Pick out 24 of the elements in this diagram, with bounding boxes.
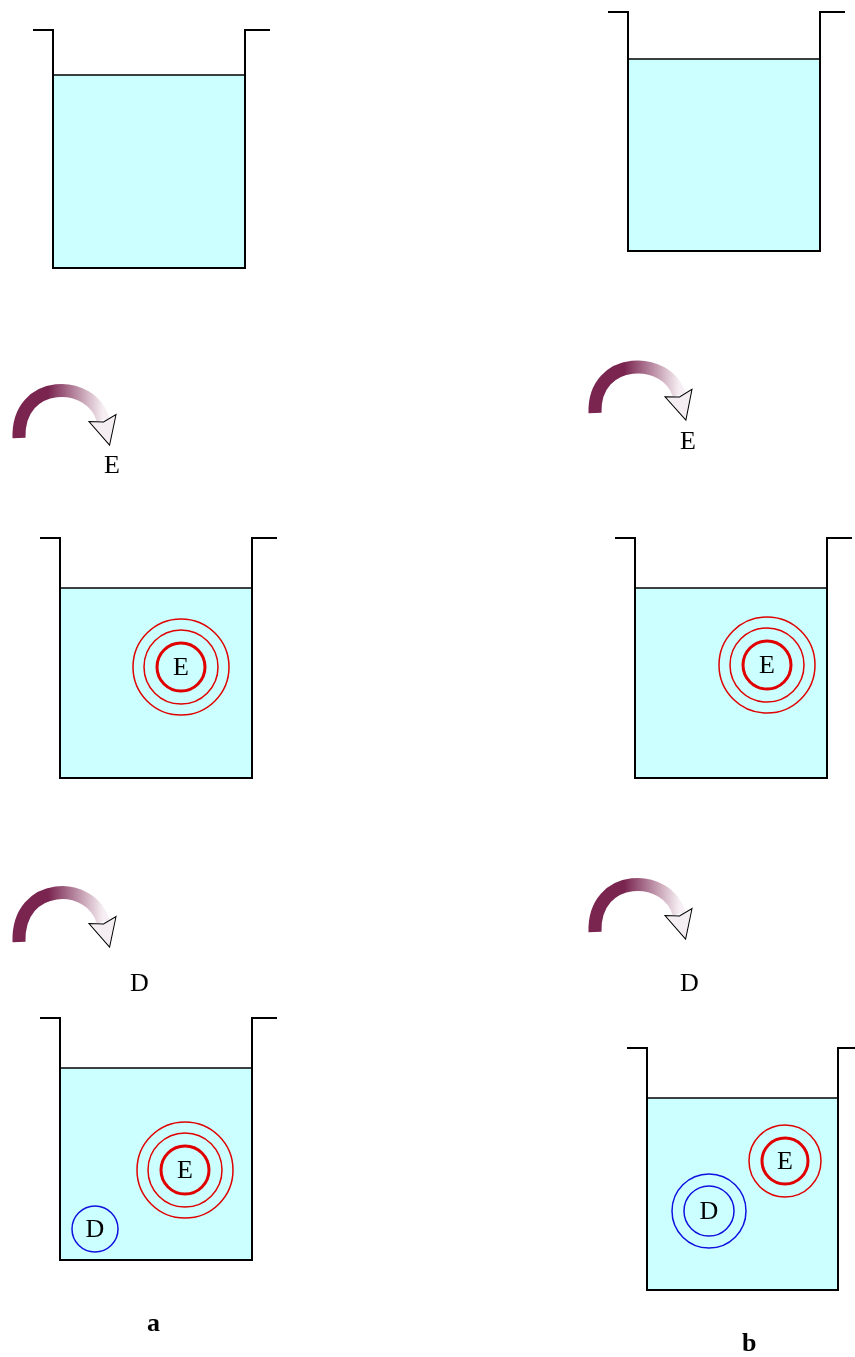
beaker — [38, 535, 280, 781]
particle-label: E — [758, 652, 776, 678]
particle-label: E — [176, 1157, 194, 1183]
beaker — [613, 535, 855, 781]
ring-particle — [70, 1204, 120, 1254]
arrow-label: E — [680, 428, 696, 454]
beaker — [31, 27, 273, 271]
arrow-label: D — [680, 970, 699, 996]
arrow-label: D — [130, 970, 149, 996]
particle-label: D — [698, 1198, 720, 1224]
particle-label: D — [84, 1216, 106, 1242]
particle-label: E — [172, 654, 190, 680]
beaker — [38, 1015, 280, 1263]
ring-particle — [135, 1120, 235, 1220]
ring-particle — [131, 617, 231, 717]
ring-particle — [670, 1172, 748, 1250]
particle-label: E — [776, 1148, 794, 1174]
ring-particle — [717, 615, 817, 715]
arrow-label: E — [104, 452, 120, 478]
beaker — [625, 1045, 855, 1293]
panel-label: b — [742, 1330, 757, 1356]
ring-particle — [747, 1123, 823, 1199]
beaker — [606, 9, 848, 254]
panel-label: a — [147, 1310, 160, 1336]
